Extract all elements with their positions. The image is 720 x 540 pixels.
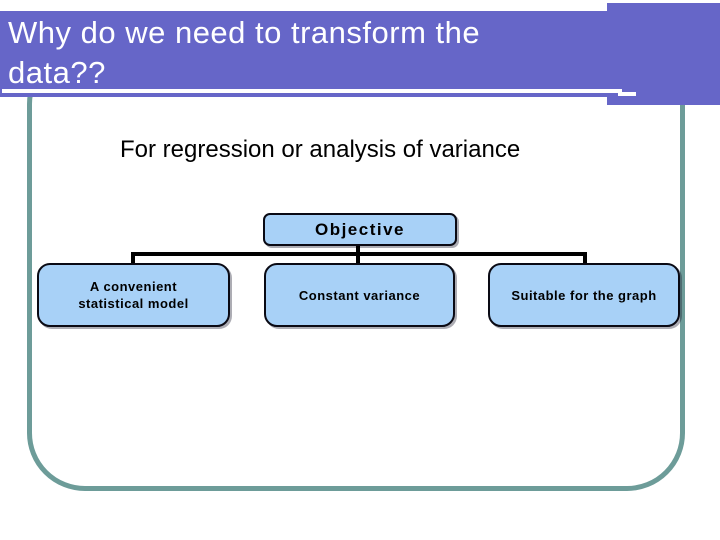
diagram-root-label: Objective bbox=[314, 219, 406, 239]
diagram-child-box-suitable-graph: Suitable for the graph bbox=[488, 263, 680, 327]
slide-title: Why do we need to transform the data?? bbox=[8, 13, 688, 93]
title-underline bbox=[2, 89, 622, 93]
child-label-line: Constant variance bbox=[298, 287, 421, 303]
connector-horizontal-line bbox=[131, 252, 587, 256]
connector-right-stub bbox=[583, 252, 587, 263]
diagram-child-box-constant-variance: Constant variance bbox=[264, 263, 455, 327]
body-text: For regression or analysis of variance bbox=[120, 136, 521, 163]
child-label-line: A convenient bbox=[89, 279, 178, 294]
title-bar bbox=[0, 11, 697, 97]
diagram-child-box-statistical-model: A convenient statistical model bbox=[37, 263, 230, 327]
connector-left-stub bbox=[131, 252, 135, 263]
child-label-line: statistical model bbox=[78, 296, 189, 311]
title-underline-tail bbox=[618, 92, 636, 96]
slide-title-line2: data?? bbox=[8, 55, 106, 90]
diagram-root-box: Objective bbox=[263, 213, 457, 246]
slide-title-line1: Why do we need to transform the bbox=[8, 15, 481, 50]
child-label-line: Suitable for the graph bbox=[511, 287, 657, 303]
